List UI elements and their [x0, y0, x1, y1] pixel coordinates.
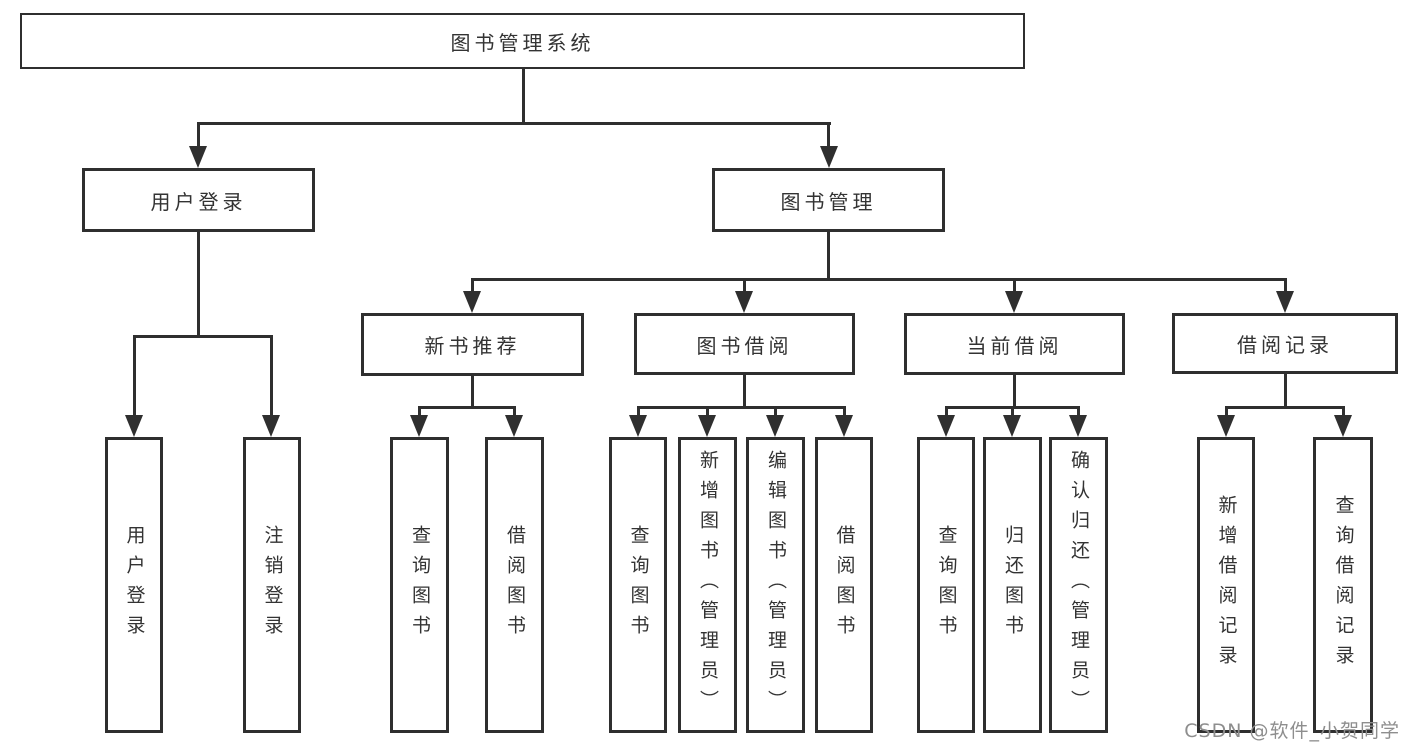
- arrow-to-leaf-return-book: [1003, 415, 1021, 437]
- leaf-confirm-return-admin: 确认归还（管理员）: [1049, 437, 1108, 733]
- connector-current-borrow-stem: [1013, 374, 1016, 408]
- connector-user-login-branch: [133, 335, 273, 338]
- connector-root-stem: [522, 67, 525, 124]
- leaf-borrow-books: 借阅图书: [815, 437, 873, 733]
- connector-to-leaf-query-record: [1342, 406, 1345, 418]
- connector-to-leaf-query-books-c: [945, 406, 948, 418]
- connector-to-current-borrow: [1013, 278, 1016, 294]
- arrow-to-current-borrow: [1005, 291, 1023, 313]
- connector-borrow-records-stem: [1284, 372, 1287, 408]
- leaf-query-books-borrow: 查询图书: [609, 437, 667, 733]
- arrow-to-leaf-borrow-books-a: [505, 415, 523, 437]
- arrow-to-leaf-query-books-a: [410, 415, 428, 437]
- connector-new-book-stem: [471, 374, 474, 408]
- root-node-library-system: 图书管理系统: [20, 13, 1025, 69]
- leaf-add-borrow-record: 新增借阅记录: [1197, 437, 1255, 733]
- arrow-to-leaf-confirm-return: [1069, 415, 1087, 437]
- arrow-to-leaf-query-books-b: [629, 415, 647, 437]
- leaf-return-book: 归还图书: [983, 437, 1042, 733]
- leaf-add-book-admin: 新增图书（管理员）: [678, 437, 737, 733]
- leaf-query-books-recommend: 查询图书: [390, 437, 449, 733]
- connector-book-borrow-stem: [743, 374, 746, 408]
- arrow-to-new-book: [463, 291, 481, 313]
- node-book-management: 图书管理: [712, 168, 945, 232]
- connector-to-borrow-records: [1284, 278, 1287, 294]
- connector-to-leaf-add-record: [1225, 406, 1228, 418]
- connector-to-book-borrow: [743, 278, 746, 294]
- arrow-to-leaf-edit-book: [766, 415, 784, 437]
- leaf-user-login: 用户登录: [105, 437, 163, 733]
- connector-to-book-management: [827, 122, 830, 148]
- arrow-to-leaf-add-book: [698, 415, 716, 437]
- connector-new-book-branch: [418, 406, 516, 409]
- arrow-to-leaf-add-record: [1217, 415, 1235, 437]
- connector-to-leaf-return-book: [1011, 406, 1014, 418]
- connector-to-leaf-confirm-return: [1077, 406, 1080, 418]
- arrow-to-leaf-user-login: [125, 415, 143, 437]
- node-book-borrow: 图书借阅: [634, 313, 855, 375]
- node-user-login: 用户登录: [82, 168, 315, 232]
- connector-to-leaf-borrow-books-a: [513, 406, 516, 418]
- connector-to-leaf-user-login: [133, 335, 136, 419]
- arrow-to-borrow-records: [1276, 291, 1294, 313]
- leaf-borrow-books-recommend: 借阅图书: [485, 437, 544, 733]
- arrow-to-user-login: [189, 146, 207, 168]
- connector-book-management-branch: [471, 278, 1287, 281]
- leaf-logout: 注销登录: [243, 437, 301, 733]
- connector-to-user-login: [197, 122, 200, 148]
- arrow-to-leaf-logout: [262, 415, 280, 437]
- connector-book-management-stem: [827, 230, 830, 280]
- connector-to-leaf-logout: [270, 335, 273, 419]
- connector-to-leaf-add-book: [706, 406, 709, 418]
- connector-to-leaf-edit-book: [774, 406, 777, 418]
- connector-borrow-records-branch: [1225, 406, 1345, 409]
- arrow-to-book-management: [820, 146, 838, 168]
- leaf-query-borrow-record: 查询借阅记录: [1313, 437, 1373, 733]
- connector-book-borrow-branch: [637, 406, 846, 409]
- node-current-borrow: 当前借阅: [904, 313, 1125, 375]
- arrow-to-leaf-query-record: [1334, 415, 1352, 437]
- arrow-to-leaf-query-books-c: [937, 415, 955, 437]
- arrow-to-book-borrow: [735, 291, 753, 313]
- leaf-edit-book-admin: 编辑图书（管理员）: [746, 437, 805, 733]
- leaf-query-books-current: 查询图书: [917, 437, 975, 733]
- connector-to-leaf-query-books-b: [637, 406, 640, 418]
- connector-to-leaf-query-books-a: [418, 406, 421, 418]
- arrow-to-leaf-borrow-books-b: [835, 415, 853, 437]
- node-new-book-recommend: 新书推荐: [361, 313, 584, 376]
- connector-root-branch: [197, 122, 831, 125]
- connector-to-leaf-borrow-books-b: [843, 406, 846, 418]
- node-borrow-records: 借阅记录: [1172, 313, 1398, 374]
- csdn-watermark: CSDN @软件_小贺同学: [1184, 720, 1400, 742]
- connector-user-login-stem: [197, 230, 200, 337]
- connector-to-new-book: [471, 278, 474, 294]
